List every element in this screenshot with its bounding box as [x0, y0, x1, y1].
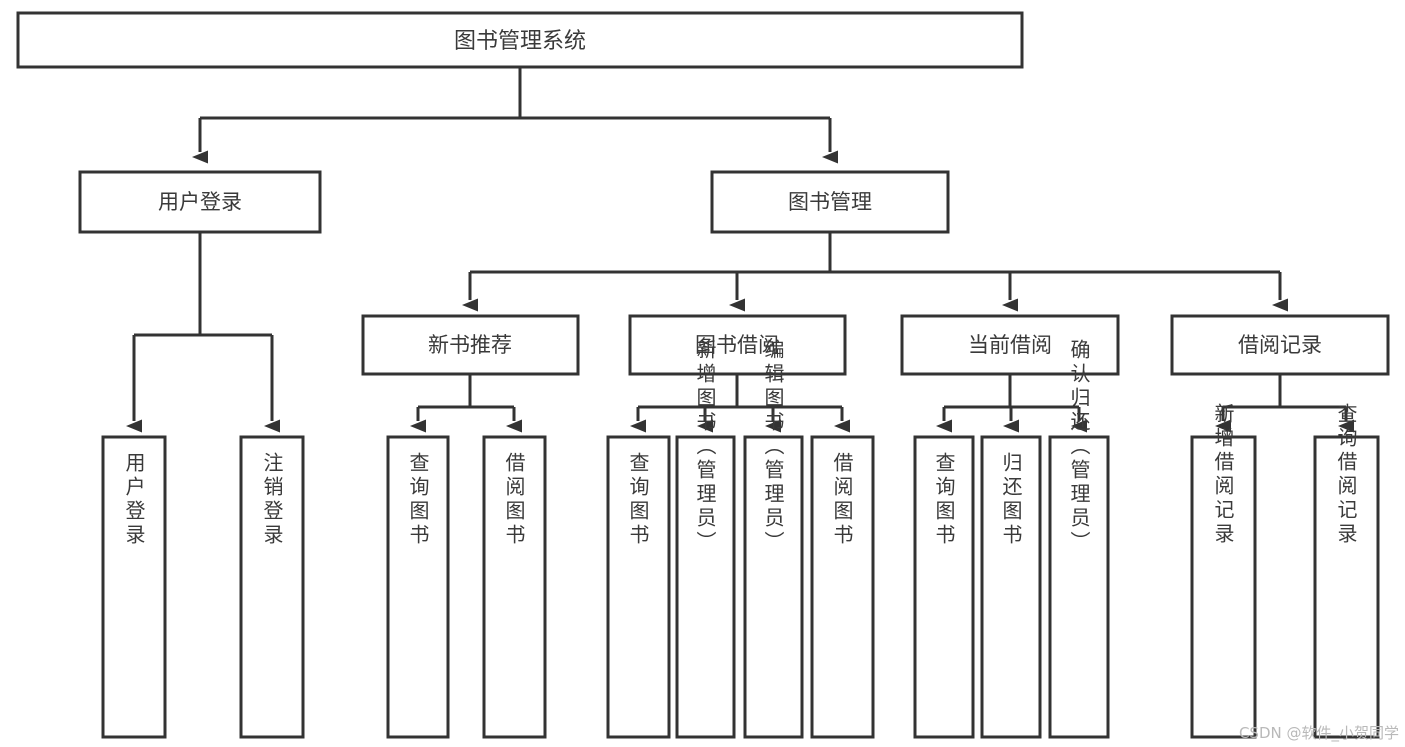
leaf-query-book-3-box[interactable] [913, 435, 975, 739]
leaf-add-book-box[interactable] [675, 435, 736, 739]
node-book-manage-box[interactable] [710, 170, 950, 234]
leaf-add-book[interactable]: 新增图书（管理员） [675, 339, 736, 739]
leaf-borrow-book-1-label: 借阅图书 [502, 452, 526, 548]
leaf-edit-book[interactable]: 编辑图书（管理员） [743, 339, 804, 739]
leaf-query-record-label: 查询借阅记录 [1334, 403, 1358, 547]
leaf-user-login-label: 用户登录 [122, 452, 146, 548]
leaf-query-book-2-box[interactable] [606, 435, 671, 739]
connector-layer [126, 67, 1354, 433]
node-book-borrow-label: 图书借阅 [695, 333, 779, 357]
leaf-user-login[interactable]: 用户登录 [101, 435, 167, 739]
leaf-confirm-return[interactable]: 确认归还（管理员） [1048, 339, 1110, 739]
leaf-query-record-box[interactable] [1313, 435, 1380, 739]
node-current-borrow[interactable]: 当前借阅 [900, 314, 1120, 376]
leaf-user-logout-box[interactable] [239, 435, 305, 739]
node-borrow-record[interactable]: 借阅记录 [1170, 314, 1390, 376]
leaf-user-logout[interactable]: 注销登录 [239, 435, 305, 739]
node-borrow-record-label: 借阅记录 [1238, 333, 1322, 357]
node-user-login-label: 用户登录 [158, 190, 242, 214]
node-new-book-rec[interactable]: 新书推荐 [361, 314, 580, 376]
leaf-query-book-1-label: 查询图书 [406, 452, 430, 548]
node-book-borrow-box[interactable] [628, 314, 847, 376]
node-current-borrow-box[interactable] [900, 314, 1120, 376]
leaf-query-book-2[interactable]: 查询图书 [606, 435, 671, 739]
leaf-borrow-book-2-label: 借阅图书 [830, 452, 854, 548]
leaf-edit-book-label: 编辑图书（管理员） [761, 339, 785, 555]
leaf-add-book-label: 新增图书（管理员） [693, 339, 717, 555]
node-book-borrow[interactable]: 图书借阅 [628, 314, 847, 376]
node-user-login[interactable]: 用户登录 [78, 170, 322, 234]
node-book-manage[interactable]: 图书管理 [710, 170, 950, 234]
leaf-query-book-3[interactable]: 查询图书 [913, 435, 975, 739]
leaf-add-record-box[interactable] [1190, 435, 1257, 739]
node-root-box[interactable] [16, 11, 1024, 69]
leaf-add-record[interactable]: 新增借阅记录 [1190, 403, 1257, 739]
leaf-borrow-book-1-box[interactable] [482, 435, 547, 739]
leaf-query-book-1-box[interactable] [386, 435, 450, 739]
node-borrow-record-box[interactable] [1170, 314, 1390, 376]
leaf-borrow-book-1[interactable]: 借阅图书 [482, 435, 547, 739]
leaf-user-logout-label: 注销登录 [260, 452, 284, 548]
node-root-label: 图书管理系统 [454, 29, 586, 54]
leaf-add-record-label: 新增借阅记录 [1211, 403, 1235, 547]
leaf-query-record[interactable]: 查询借阅记录 [1313, 403, 1380, 739]
node-user-login-box[interactable] [78, 170, 322, 234]
leaf-edit-book-box[interactable] [743, 435, 804, 739]
leaf-user-login-box[interactable] [101, 435, 167, 739]
leaf-borrow-book-2-box[interactable] [810, 435, 875, 739]
node-new-book-rec-label: 新书推荐 [428, 333, 512, 357]
leaf-confirm-return-box[interactable] [1048, 435, 1110, 739]
leaf-query-book-1[interactable]: 查询图书 [386, 435, 450, 739]
node-root[interactable]: 图书管理系统 [16, 11, 1024, 69]
leaf-query-book-3-label: 查询图书 [932, 452, 956, 548]
leaf-query-book-2-label: 查询图书 [626, 452, 650, 548]
node-book-manage-label: 图书管理 [788, 190, 872, 214]
csdn-watermark: CSDN @软件_小贺同学 [1238, 724, 1399, 742]
node-new-book-rec-box[interactable] [361, 314, 580, 376]
leaf-confirm-return-label: 确认归还（管理员） [1067, 339, 1091, 555]
leaf-return-book-label: 归还图书 [999, 452, 1023, 548]
node-current-borrow-label: 当前借阅 [968, 333, 1052, 357]
leaf-borrow-book-2[interactable]: 借阅图书 [810, 435, 875, 739]
leaf-return-book-box[interactable] [980, 435, 1042, 739]
leaf-return-book[interactable]: 归还图书 [980, 435, 1042, 739]
